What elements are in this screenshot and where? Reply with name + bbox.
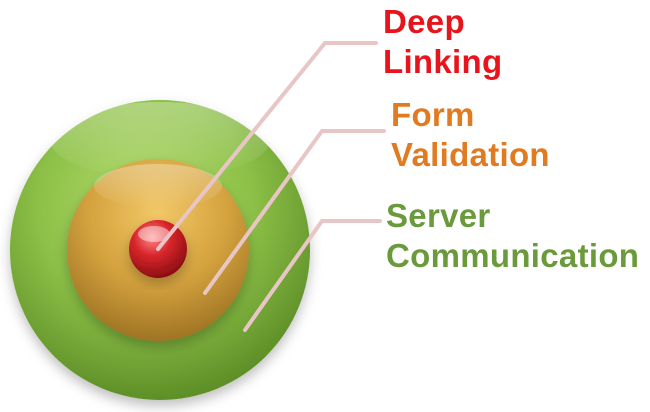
- label-deep-linking: Deep Linking: [383, 2, 502, 82]
- connector-form-validation: [203, 129, 386, 295]
- outer-ring-highlight: [50, 102, 270, 178]
- label-deep-linking-line1: Deep: [383, 3, 465, 40]
- label-server-communication-line2: Communication: [386, 237, 640, 274]
- connector-server-communication: [243, 219, 382, 332]
- label-deep-linking-line2: Linking: [383, 43, 503, 80]
- label-form-validation: Form Validation: [391, 95, 550, 175]
- label-form-validation-line2: Validation: [391, 136, 550, 173]
- middle-ring-highlight: [94, 164, 222, 208]
- label-server-communication: Server Communication: [386, 196, 639, 276]
- center-dot-highlight: [138, 226, 170, 242]
- label-server-communication-line1: Server: [386, 197, 491, 234]
- label-form-validation-line1: Form: [391, 96, 475, 133]
- connector-deep-linking: [156, 41, 378, 251]
